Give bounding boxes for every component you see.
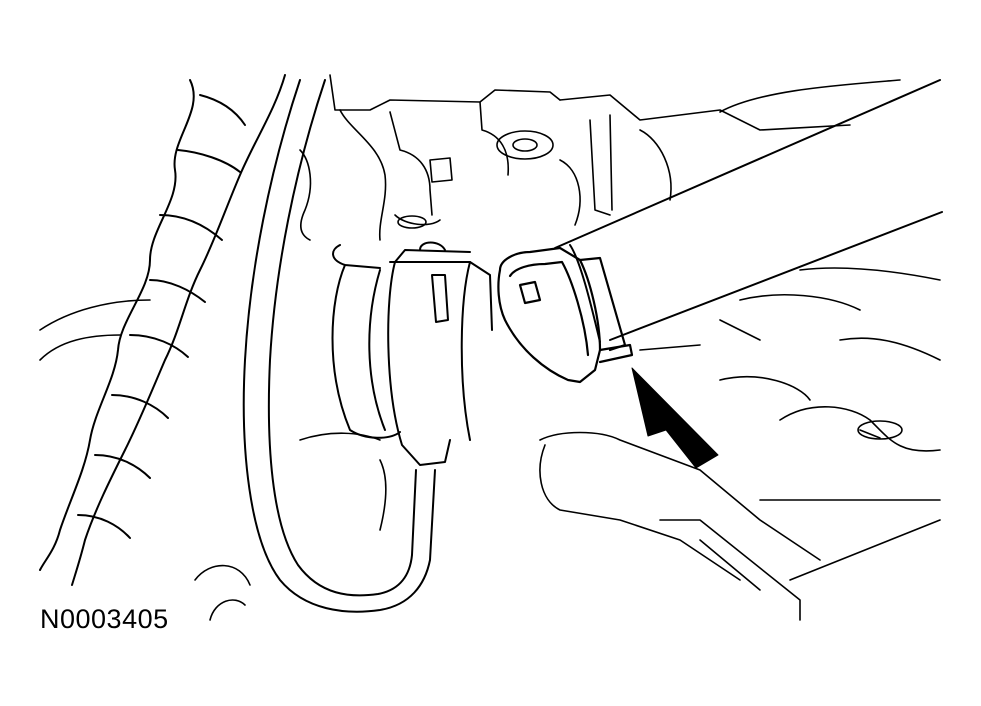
spring-clamp — [497, 246, 634, 384]
engine-block-background — [299, 74, 901, 241]
wiring-harness — [39, 74, 286, 586]
coolant-tube — [242, 79, 436, 613]
indicator-arrow — [631, 367, 719, 469]
engine-lower-background — [39, 267, 941, 621]
left-hose-fitting — [331, 241, 493, 466]
upper-hose — [554, 79, 943, 343]
figure-reference-code: N0003405 — [40, 604, 169, 634]
